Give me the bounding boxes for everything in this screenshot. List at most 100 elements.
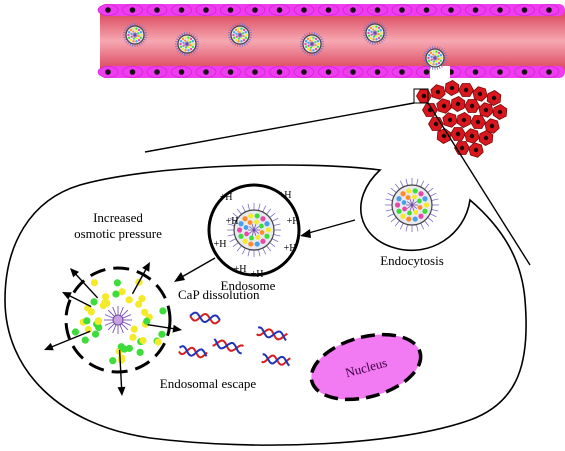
cap-particle-dot xyxy=(101,293,110,301)
tumor-cell-nucleus xyxy=(463,87,469,93)
endothelial-nucleus xyxy=(521,7,528,13)
label-increased: Increased xyxy=(93,210,143,225)
dna-strand-red xyxy=(189,313,221,325)
endothelial-nucleus xyxy=(521,69,528,75)
endothelial-nucleus xyxy=(227,69,234,75)
escape-arrow-head xyxy=(172,324,182,333)
tumor-cell-nucleus xyxy=(483,107,489,113)
dna-strand-red xyxy=(212,339,244,352)
tumor-cell-cluster xyxy=(416,80,508,158)
endothelial-nucleus xyxy=(350,7,356,13)
endothelial-nucleus xyxy=(472,7,479,13)
cap-particle-dot xyxy=(135,300,143,308)
vessel-nanoparticle-icon xyxy=(422,45,448,71)
proton-label: +H xyxy=(284,243,297,254)
tumor-cell-nucleus xyxy=(473,147,479,153)
blood-vessel xyxy=(97,4,565,78)
cap-particle-dot xyxy=(141,308,149,316)
endocytosis-nanoparticle-icon xyxy=(385,178,439,232)
tumor-cell-nucleus xyxy=(455,131,461,137)
dissolving-endosome xyxy=(64,266,172,374)
vessel-wall-top xyxy=(97,4,565,16)
proton-label: +H xyxy=(251,269,264,280)
cap-particle-dot xyxy=(112,290,120,298)
cap-particle-dot xyxy=(90,279,99,287)
label-cap-dissolution: CaP dissolution xyxy=(178,287,260,302)
endothelial-nucleus xyxy=(252,7,258,13)
endothelial-nucleus xyxy=(203,7,209,13)
tumor-cell-nucleus xyxy=(491,95,497,101)
cap-particle-dot xyxy=(136,348,144,356)
tumor-cell-nucleus xyxy=(497,109,503,115)
cap-particle-dot xyxy=(117,356,125,364)
tumor-cell-nucleus xyxy=(475,119,481,125)
endothelial-nucleus xyxy=(178,7,185,13)
endothelial-nucleus xyxy=(276,7,283,13)
dna-strand-blue xyxy=(213,338,242,355)
endothelial-nucleus xyxy=(154,7,160,13)
tumor-cell-nucleus xyxy=(441,133,447,139)
dna-strand-red xyxy=(178,346,208,359)
endothelial-nucleus xyxy=(252,69,258,75)
endothelial-nucleus xyxy=(129,69,136,75)
endosome-nanoparticle-icon xyxy=(227,203,281,257)
tumor-cell-nucleus xyxy=(483,135,489,141)
cap-particle-dot xyxy=(143,317,151,325)
proton-label: +H xyxy=(234,264,247,275)
endothelial-nucleus xyxy=(178,69,185,75)
cap-particle-dot xyxy=(94,317,102,326)
endothelial-nucleus xyxy=(423,69,430,75)
label-endosomal-escape: Endosomal escape xyxy=(160,376,257,391)
tumor-cell-nucleus xyxy=(477,91,483,97)
tumor-cell-nucleus xyxy=(433,121,439,127)
tumor-cell-nucleus xyxy=(441,103,447,109)
vessel-nanoparticle-icon xyxy=(122,22,148,48)
zoom-line-left xyxy=(144,102,415,153)
endothelial-nucleus xyxy=(154,69,160,75)
cap-particle-dot xyxy=(159,307,167,315)
proton-labels: +H+H+H+H+H+H+H+H xyxy=(214,190,300,280)
tumor-cell-nucleus xyxy=(455,101,461,107)
cap-particle-dot xyxy=(154,338,162,346)
tumor-cell-nucleus xyxy=(421,93,427,99)
vessel-nanoparticle-icon xyxy=(362,20,388,46)
cap-particle-dot xyxy=(129,333,137,341)
proton-label: +H xyxy=(287,216,300,227)
label-endocytosis: Endocytosis xyxy=(380,253,444,268)
endothelial-nucleus xyxy=(325,7,332,13)
dna-helix-icon xyxy=(189,311,221,325)
endothelial-nucleus xyxy=(325,69,332,75)
zoom-line-right xyxy=(427,102,531,266)
cap-particle-dot xyxy=(81,336,89,344)
tumor-cell-nucleus xyxy=(447,117,453,123)
cap-dissolution-particles xyxy=(71,278,167,365)
endosome: +H+H+H+H+H+H+H+H xyxy=(207,183,301,280)
endothelial-nucleus xyxy=(129,7,136,13)
arrow-endocytosis-to-endosome xyxy=(300,219,356,238)
endothelial-nucleus xyxy=(301,69,307,75)
cap-particle-dot xyxy=(90,298,98,306)
vessel-nanoparticle-icon xyxy=(227,22,253,48)
endothelial-nucleus xyxy=(546,7,552,13)
zoom-box xyxy=(413,88,429,104)
endothelial-nucleus xyxy=(203,69,209,75)
cap-particle-dot xyxy=(83,317,91,325)
dna-strand-blue xyxy=(178,345,208,357)
vessel-nanoparticles xyxy=(122,20,448,71)
cap-particle-dot xyxy=(109,357,117,365)
dna-helix-icon xyxy=(256,326,288,342)
endothelial-nucleus xyxy=(448,7,454,13)
endothelial-nucleus xyxy=(399,7,405,13)
proton-label: +H xyxy=(279,190,292,201)
cap-particle-dot xyxy=(117,343,125,351)
endothelial-nucleus xyxy=(350,69,356,75)
dna-helix-icon xyxy=(178,345,208,359)
cap-particle-dot xyxy=(91,330,100,338)
cap-particle-dot xyxy=(99,301,107,310)
osmotic-pressure-arrows xyxy=(44,262,182,396)
endothelial-nucleus xyxy=(497,7,503,13)
endothelial-nucleus xyxy=(227,7,234,13)
tumor-cell-nucleus xyxy=(435,89,441,95)
endothelial-nucleus xyxy=(105,7,111,13)
cap-particle-dot xyxy=(125,296,133,304)
